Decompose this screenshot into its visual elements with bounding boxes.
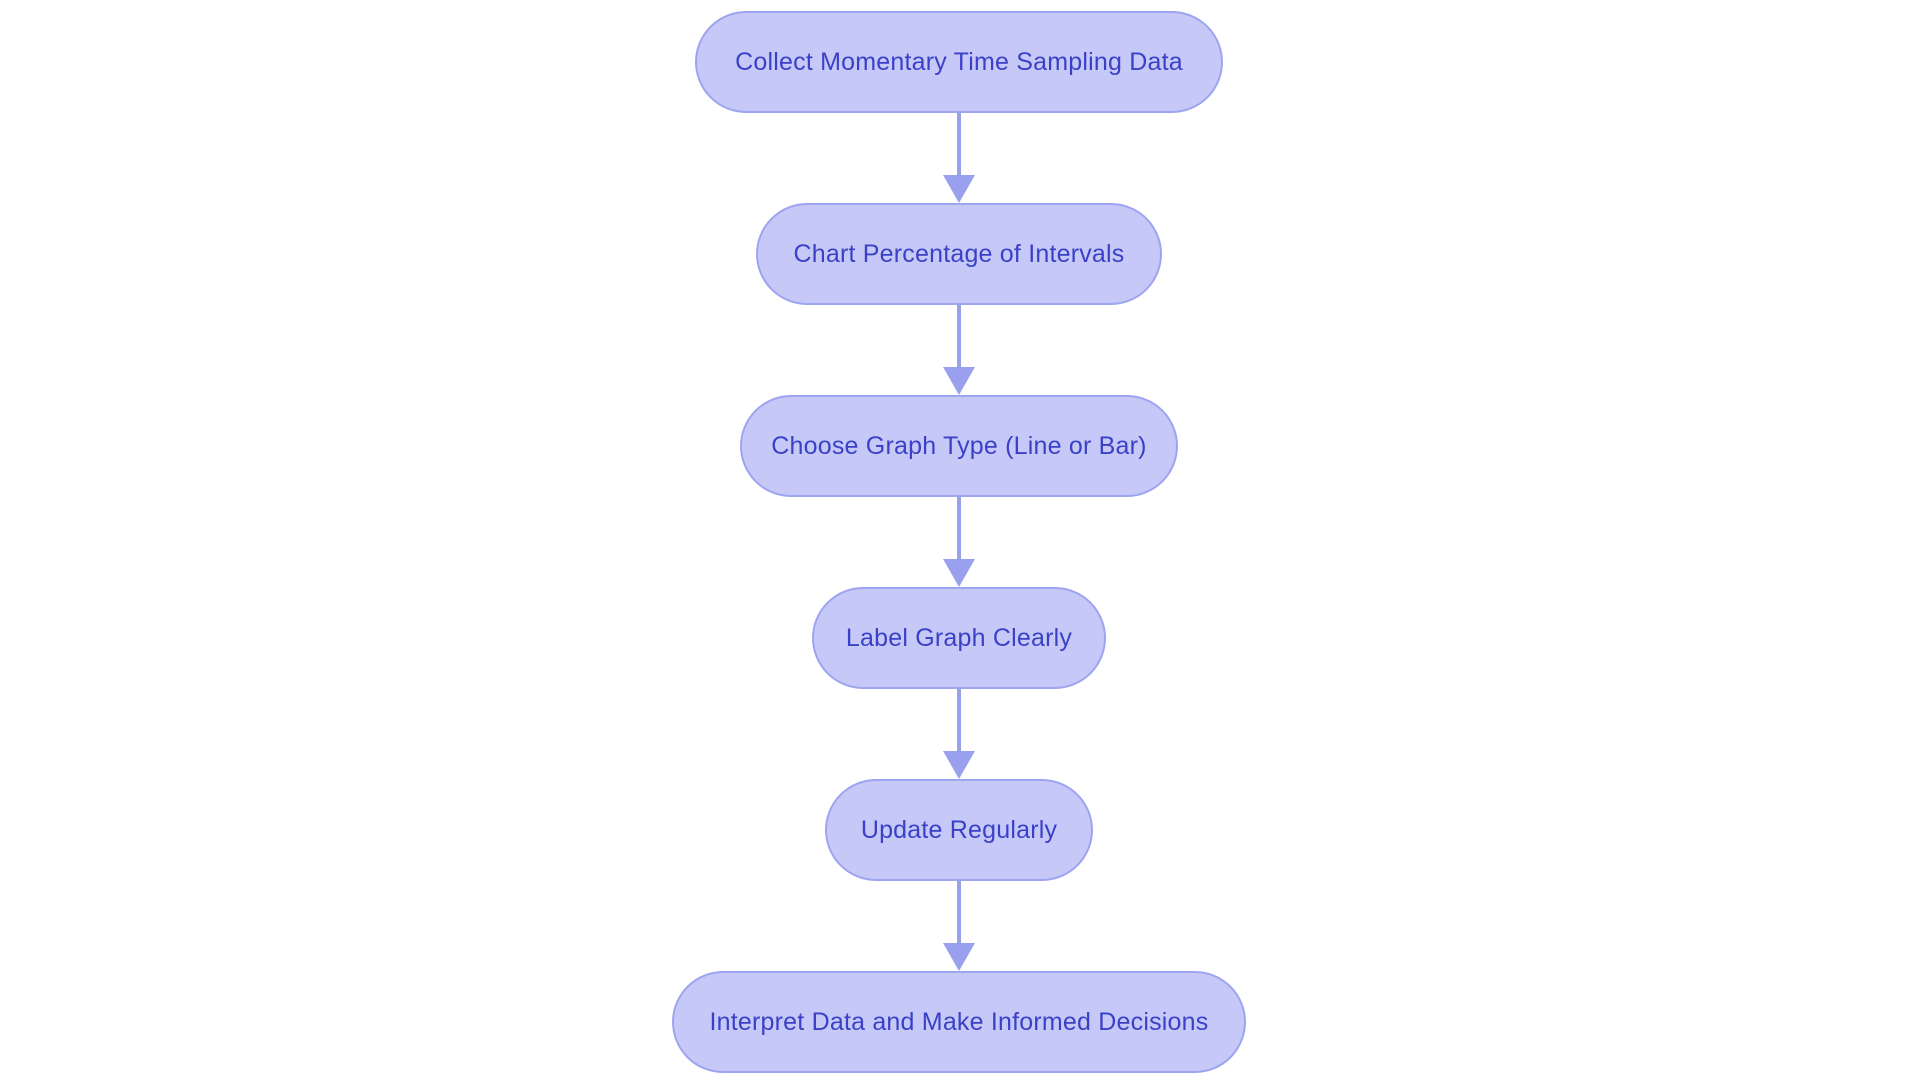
flow-arrow-5 [943, 881, 975, 971]
flow-arrow-1 [943, 113, 975, 203]
flow-arrow-3 [943, 497, 975, 587]
arrow-down-icon [943, 943, 975, 971]
flow-node-interpret-data: Interpret Data and Make Informed Decisio… [672, 971, 1246, 1073]
arrow-line [957, 305, 961, 367]
flow-node-chart-percentage: Chart Percentage of Intervals [756, 203, 1162, 305]
flow-node-collect-data: Collect Momentary Time Sampling Data [695, 11, 1223, 113]
flow-node-update-regularly: Update Regularly [825, 779, 1093, 881]
flow-node-choose-graph-type: Choose Graph Type (Line or Bar) [740, 395, 1178, 497]
flow-node-label: Interpret Data and Make Informed Decisio… [709, 1007, 1209, 1036]
flow-node-label: Collect Momentary Time Sampling Data [735, 47, 1183, 76]
flow-arrow-2 [943, 305, 975, 395]
arrow-down-icon [943, 367, 975, 395]
arrow-line [957, 689, 961, 751]
arrow-down-icon [943, 559, 975, 587]
arrow-line [957, 881, 961, 943]
arrow-line [957, 497, 961, 559]
flow-arrow-4 [943, 689, 975, 779]
flow-node-label: Chart Percentage of Intervals [793, 239, 1125, 268]
flow-node-label-graph: Label Graph Clearly [812, 587, 1106, 689]
arrow-down-icon [943, 751, 975, 779]
arrow-down-icon [943, 175, 975, 203]
arrow-line [957, 113, 961, 175]
flow-node-label: Update Regularly [860, 815, 1058, 844]
flow-node-label: Choose Graph Type (Line or Bar) [771, 431, 1147, 460]
flow-node-label: Label Graph Clearly [845, 623, 1073, 652]
